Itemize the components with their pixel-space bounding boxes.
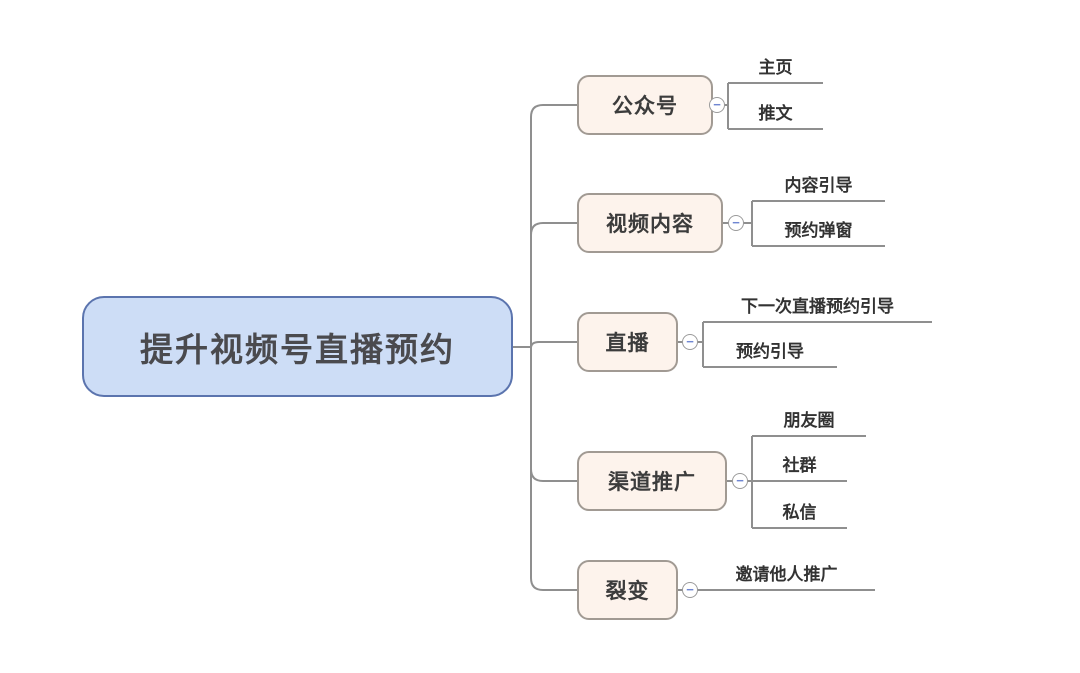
branch-topic-label: 渠道推广	[608, 471, 696, 494]
collapse-button-official-account[interactable]: −	[709, 97, 725, 113]
collapse-button-channel-promotion[interactable]: −	[732, 473, 748, 489]
branch-connector-fission	[530, 347, 577, 591]
branch-topic-live[interactable]: 直播	[577, 312, 678, 372]
collapse-button-fission[interactable]: −	[682, 582, 698, 598]
minus-icon: −	[713, 97, 721, 112]
minus-icon: −	[736, 473, 744, 488]
child-topic-moments[interactable]: 朋友圈	[783, 411, 835, 430]
minus-icon: −	[686, 582, 694, 597]
branch-topic-label: 视频内容	[606, 213, 694, 236]
minus-icon: −	[686, 334, 694, 349]
collapse-button-live[interactable]: −	[682, 334, 698, 350]
branch-topic-label: 直播	[605, 332, 650, 355]
collapse-button-video-content[interactable]: −	[728, 215, 744, 231]
branch-connector-channel-promotion	[530, 347, 577, 482]
branch-connector-video-content	[530, 222, 577, 347]
branch-topic-label: 裂变	[605, 580, 650, 603]
child-topic-booking-popup[interactable]: 预约弹窗	[784, 221, 853, 240]
branch-connector-official-account	[530, 104, 577, 347]
branch-topic-official-account[interactable]: 公众号	[577, 75, 713, 135]
branch-topic-label: 公众号	[612, 95, 678, 118]
branch-topic-fission[interactable]: 裂变	[577, 560, 678, 620]
branch-connector-live	[530, 341, 577, 349]
minus-icon: −	[732, 215, 740, 230]
root-topic-label: 提升视频号直播预约	[140, 330, 455, 368]
branch-topic-video-content[interactable]: 视频内容	[577, 193, 723, 253]
child-topic-invite-others-promote[interactable]: 邀请他人推广	[735, 565, 838, 584]
child-topic-next-live-booking-guide[interactable]: 下一次直播预约引导	[741, 297, 894, 316]
child-topic-booking-guide[interactable]: 预约引导	[736, 342, 804, 361]
root-topic[interactable]: 提升视频号直播预约	[82, 296, 513, 397]
child-topic-tweets[interactable]: 推文	[758, 104, 793, 123]
child-topic-content-guide[interactable]: 内容引导	[784, 176, 853, 195]
branch-topic-channel-promotion[interactable]: 渠道推广	[577, 451, 727, 511]
child-topic-direct-message[interactable]: 私信	[782, 503, 817, 522]
child-topic-community[interactable]: 社群	[782, 456, 817, 475]
child-topic-homepage[interactable]: 主页	[758, 58, 793, 77]
